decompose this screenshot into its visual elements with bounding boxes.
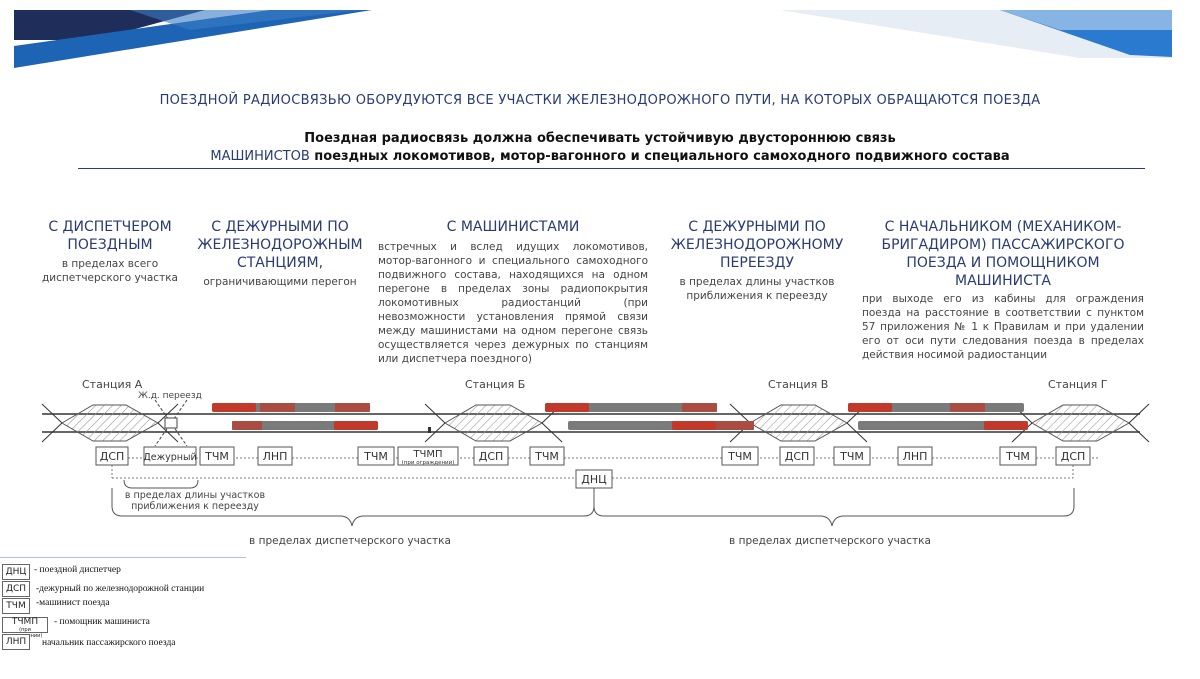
col-station-duty-heading: С ДЕЖУРНЫМИ ПО ЖЕЛЕЗНОДОРОЖНЫМ СТАНЦИЯМ, bbox=[197, 219, 363, 271]
node-dsp-b: ДСП bbox=[473, 446, 509, 466]
svg-text:ТЧМ: ТЧМ bbox=[534, 450, 559, 463]
col-dispatcher-text: в пределах всего диспетчерского участка bbox=[42, 258, 178, 284]
train-4 bbox=[568, 421, 754, 430]
legend-code-lnp: ЛНП bbox=[2, 634, 30, 650]
train-1 bbox=[212, 403, 370, 412]
station-v-symbol bbox=[729, 403, 868, 443]
col-train-chief-heading: С НАЧАЛЬНИКОМ (МЕХАНИКОМ-БРИГАДИРОМ) ПАС… bbox=[881, 219, 1125, 289]
node-lnp-2: ЛНП bbox=[897, 446, 933, 466]
legend-text-dnc: - поездной диспетчер bbox=[34, 565, 121, 575]
node-duty-crossing: Дежурный bbox=[143, 446, 197, 466]
node-tchm-2: ТЧМ bbox=[357, 446, 395, 466]
header-banner bbox=[14, 10, 1172, 68]
node-dsp-a: ДСП bbox=[95, 446, 129, 466]
svg-text:ТЧМ: ТЧМ bbox=[204, 450, 229, 463]
page-title: ПОЕЗДНОЙ РАДИОСВЯЗЬЮ ОБОРУДУЮТСЯ ВСЕ УЧА… bbox=[159, 93, 1041, 108]
crossing-approach-note: в пределах длины участков приближения к … bbox=[124, 490, 266, 512]
svg-text:ТЧМ: ТЧМ bbox=[839, 450, 864, 463]
node-tchm-1: ТЧМ bbox=[199, 446, 235, 466]
legend-text-dsp: -дежурный по железнодорожной станции bbox=[36, 584, 205, 594]
col-dispatcher-heading: С ДИСПЕТЧЕРОМ ПОЕЗДНЫМ bbox=[48, 219, 172, 253]
svg-text:(при ограждении): (при ограждении) bbox=[402, 460, 455, 466]
svg-text:ТЧМП: ТЧМП bbox=[412, 449, 442, 460]
svg-text:ДСП: ДСП bbox=[1061, 450, 1086, 463]
legend-code-dnc: ДНЦ bbox=[2, 564, 30, 580]
node-lnp-1: ЛНП bbox=[257, 446, 293, 466]
svg-text:ДСП: ДСП bbox=[785, 450, 810, 463]
header-divider bbox=[78, 168, 1145, 169]
svg-text:ДСП: ДСП bbox=[479, 450, 504, 463]
col-station-duty-text: ограничивающими перегон bbox=[203, 276, 357, 288]
svg-text:ТЧМ: ТЧМ bbox=[363, 450, 388, 463]
node-dnc: ДНЦ bbox=[575, 469, 613, 489]
legend-text-lnp: начальник пассажирского поезда bbox=[42, 638, 176, 648]
node-tchm-5: ТЧМ bbox=[833, 446, 871, 466]
train-6 bbox=[858, 421, 1028, 430]
node-tchm-6: ТЧМ bbox=[999, 446, 1037, 466]
col-drivers-heading: С МАШИНИСТАМИ bbox=[446, 219, 580, 235]
subtitle-line1: Поездная радиосвязь должна обеспечивать … bbox=[304, 131, 896, 146]
station-b-label: Станция Б bbox=[465, 378, 526, 391]
subtitle-highlight: МАШИНИСТОВ bbox=[210, 149, 310, 164]
train-5 bbox=[848, 403, 1024, 412]
section-label-left: в пределах диспетчерского участка bbox=[249, 535, 451, 547]
legend-text-tchm: -машинист поезда bbox=[36, 598, 110, 608]
station-a-symbol bbox=[41, 403, 179, 443]
train-3 bbox=[545, 403, 717, 412]
legend-code-tchm: ТЧМ bbox=[2, 598, 30, 614]
station-g-symbol bbox=[1011, 403, 1150, 443]
svg-text:ТЧМ: ТЧМ bbox=[1005, 450, 1030, 463]
subtitle-rest: поездных локомотивов, мотор-вагонного и … bbox=[309, 149, 1010, 164]
col-drivers-text: встречных и вслед идущих локомотивов, мо… bbox=[378, 241, 648, 365]
station-g-label: Станция Г bbox=[1048, 378, 1108, 391]
legend-code-tchmp-main: ТЧМП bbox=[11, 617, 39, 627]
legend-text-tchmp: - помощник машиниста bbox=[54, 617, 150, 627]
svg-text:Дежурный: Дежурный bbox=[143, 452, 196, 463]
node-tchm-4: ТЧМ bbox=[721, 446, 759, 466]
level-crossing-symbol bbox=[154, 399, 188, 447]
node-tchmp: ТЧМП(при ограждении) bbox=[397, 446, 459, 466]
svg-text:ТЧМ: ТЧМ bbox=[727, 450, 752, 463]
col-train-chief-text: при выходе его из кабины для ограждения … bbox=[862, 293, 1144, 361]
svg-text:ЛНП: ЛНП bbox=[263, 450, 288, 463]
section-label-right: в пределах диспетчерского участка bbox=[729, 535, 931, 547]
svg-text:ЛНП: ЛНП bbox=[903, 450, 928, 463]
station-a-label: Станция А bbox=[82, 378, 143, 391]
railway-diagram: Ж.д. переезд ДСП Дежурный ТЧМ ЛНП ТЧМ ТЧ bbox=[41, 391, 1150, 527]
node-dsp-v: ДСП bbox=[779, 446, 815, 466]
crossing-label: Ж.д. переезд bbox=[138, 391, 202, 401]
station-b-symbol bbox=[424, 403, 563, 443]
legend-code-dsp: ДСП bbox=[2, 581, 30, 597]
col-crossing-heading: С ДЕЖУРНЫМИ ПО ЖЕЛЕЗНОДОРОЖНОМУ ПЕРЕЕЗДУ bbox=[670, 219, 844, 271]
node-tchm-3: ТЧМ bbox=[529, 446, 565, 466]
train-2 bbox=[232, 421, 378, 430]
svg-text:ДСП: ДСП bbox=[100, 450, 125, 463]
legend-code-tchmp: ТЧМП(при ограждении) bbox=[2, 617, 48, 639]
station-v-label: Станция В bbox=[768, 378, 829, 391]
legend-divider bbox=[0, 557, 246, 558]
node-dsp-g: ДСП bbox=[1055, 446, 1091, 466]
svg-text:ДНЦ: ДНЦ bbox=[581, 473, 607, 486]
col-crossing-text: в пределах длины участков приближения к … bbox=[679, 276, 835, 302]
subtitle-line2: МАШИНИСТОВ поездных локомотивов, мотор-в… bbox=[0, 149, 1200, 164]
